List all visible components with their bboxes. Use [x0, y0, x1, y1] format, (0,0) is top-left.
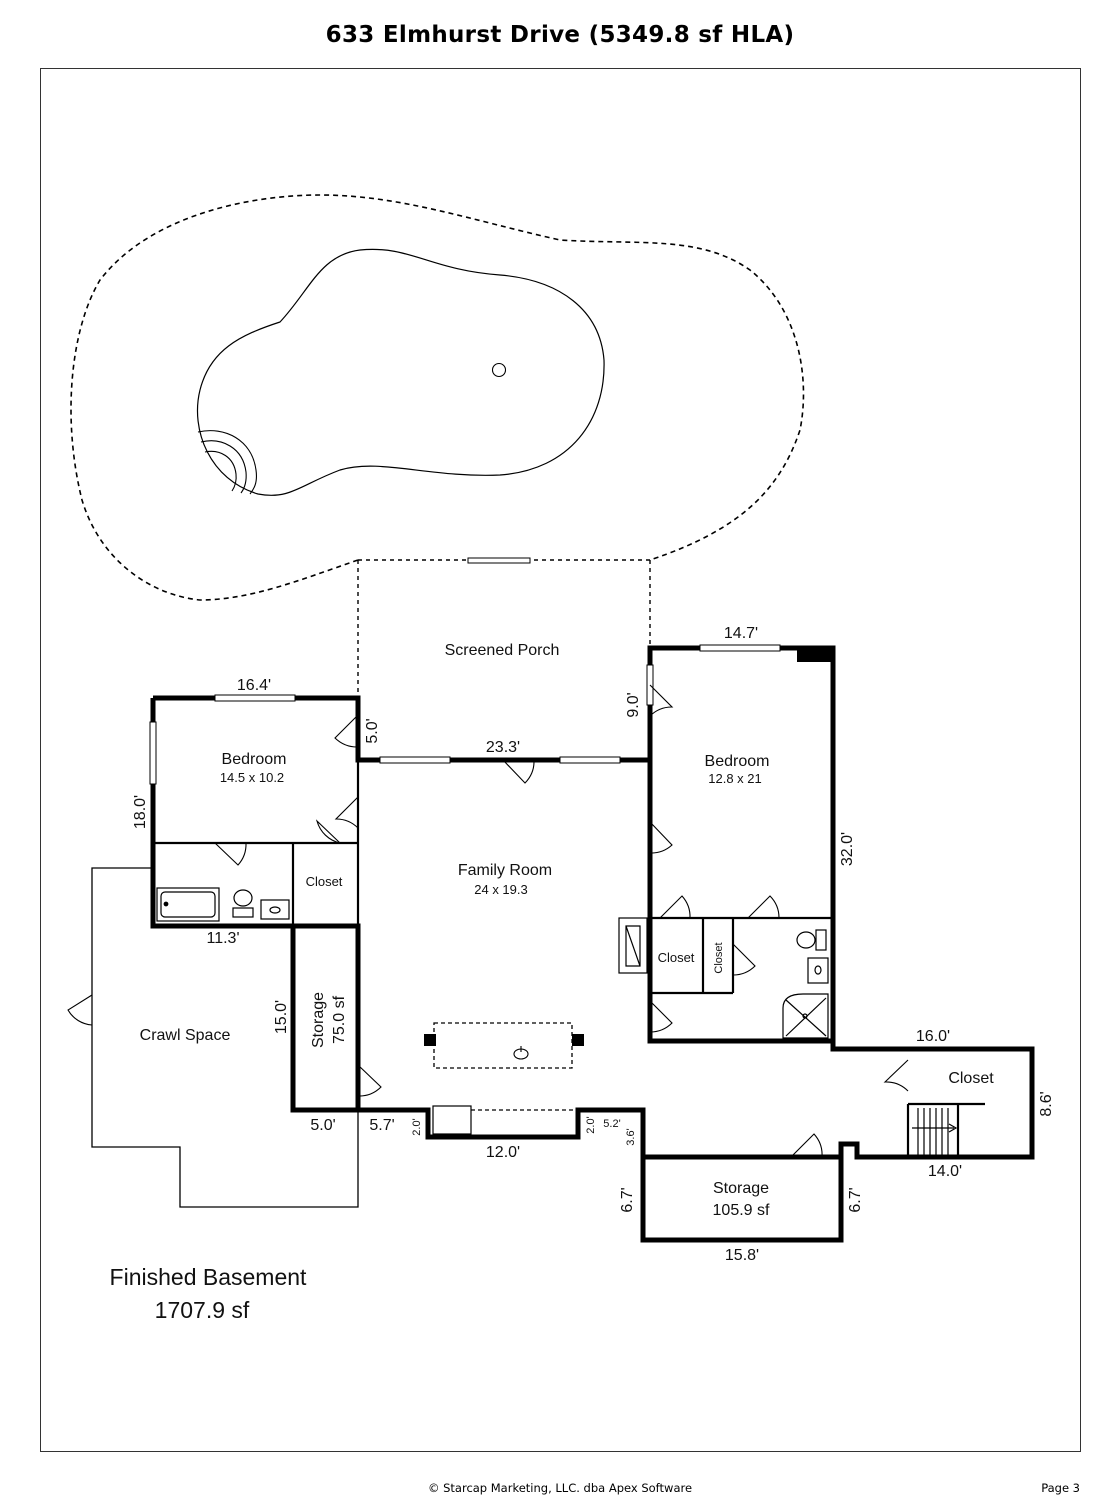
- dimension-label: 2.0': [411, 1118, 423, 1135]
- fireplace-icon: [618, 917, 648, 974]
- room-size-storage-left: 75.0 sf: [331, 995, 348, 1044]
- dimension-label: 16.0': [916, 1028, 950, 1045]
- pool-drain: [491, 362, 507, 378]
- dimension-label: 14.0': [928, 1163, 962, 1180]
- column: [797, 648, 833, 662]
- footer-page-number: Page 3: [1041, 1481, 1080, 1495]
- dimension-label: 3.6': [625, 1128, 637, 1145]
- footer-copyright: © Starcap Marketing, LLC. dba Apex Softw…: [427, 1481, 693, 1495]
- interior-walls: [153, 760, 985, 1157]
- room-size-bedroom-left: 14.5 x 10.2: [220, 770, 284, 785]
- room-label-storage-left: Storage: [310, 992, 327, 1048]
- toilet-icon: [232, 889, 254, 918]
- room-label-bedroom-left: Bedroom: [222, 751, 287, 768]
- sink-icon-right: [807, 957, 829, 984]
- dimension-label: 5.7': [369, 1117, 394, 1134]
- pool-outline: [196, 248, 605, 496]
- exterior-walls: [150, 645, 1035, 1243]
- plan-frame: [40, 68, 1081, 1452]
- room-size-family-room: 24 x 19.3: [474, 882, 528, 897]
- screened-porch-walls: [357, 559, 651, 760]
- bathtub-icon: [156, 887, 220, 922]
- room-label-bedroom-right: Bedroom: [705, 753, 770, 770]
- door-swings: [67, 684, 909, 1158]
- dimension-label: 18.0': [132, 795, 149, 829]
- dimension-label: 9.0': [625, 692, 642, 717]
- room-label-storage-bottom: Storage: [713, 1180, 769, 1197]
- dimension-label: 11.3': [206, 930, 239, 947]
- dimension-label: 5.0': [364, 718, 381, 743]
- crawl-space-outline: [91, 867, 359, 1208]
- room-label-closet-small: Closet: [713, 942, 725, 973]
- dimension-label: 8.6': [1038, 1091, 1055, 1116]
- dimension-label: 2.0': [585, 1116, 597, 1133]
- summary-title: Finished Basement: [110, 1264, 307, 1290]
- dimension-label: 32.0': [839, 832, 856, 866]
- shower-icon: [782, 993, 829, 1039]
- sink-icon: [260, 899, 290, 920]
- dimension-label: 12.0': [486, 1144, 520, 1161]
- room-size-bedroom-right: 12.8 x 21: [708, 771, 762, 786]
- dimension-label: 14.7': [724, 625, 758, 642]
- stairs-icon: [912, 1108, 958, 1155]
- dimension-label: 23.3': [486, 739, 520, 756]
- page-title: 633 Elmhurst Drive (5349.8 sf HLA): [325, 22, 795, 48]
- dimension-label: 5.0': [310, 1117, 335, 1134]
- toilet-icon-right: [796, 929, 827, 951]
- dimension-label: 16.4': [237, 677, 271, 694]
- summary-area: 1707.9 sf: [155, 1297, 250, 1323]
- room-label-closet-mid: Closet: [658, 950, 695, 965]
- alcove-fixtures: [432, 1105, 578, 1135]
- room-size-storage-bottom: 105.9 sf: [713, 1202, 770, 1219]
- room-label-crawl-space: Crawl Space: [140, 1027, 231, 1044]
- dimension-label: 15.0': [273, 1000, 290, 1034]
- wet-bar: [433, 1022, 573, 1069]
- porch-door: [467, 557, 531, 564]
- room-label-closet-right: Closet: [948, 1070, 994, 1087]
- room-label-screened-porch: Screened Porch: [445, 642, 560, 659]
- dimension-label: 6.7': [847, 1187, 864, 1212]
- dimension-label: 5.2': [603, 1118, 620, 1130]
- pool-steps: [197, 430, 257, 495]
- room-label-family-room: Family Room: [458, 862, 552, 879]
- dimension-label: 6.7': [619, 1187, 636, 1212]
- dimension-label: 15.8': [725, 1247, 759, 1264]
- room-label-closet-left: Closet: [306, 874, 343, 889]
- pool-deck-outline: [70, 194, 805, 601]
